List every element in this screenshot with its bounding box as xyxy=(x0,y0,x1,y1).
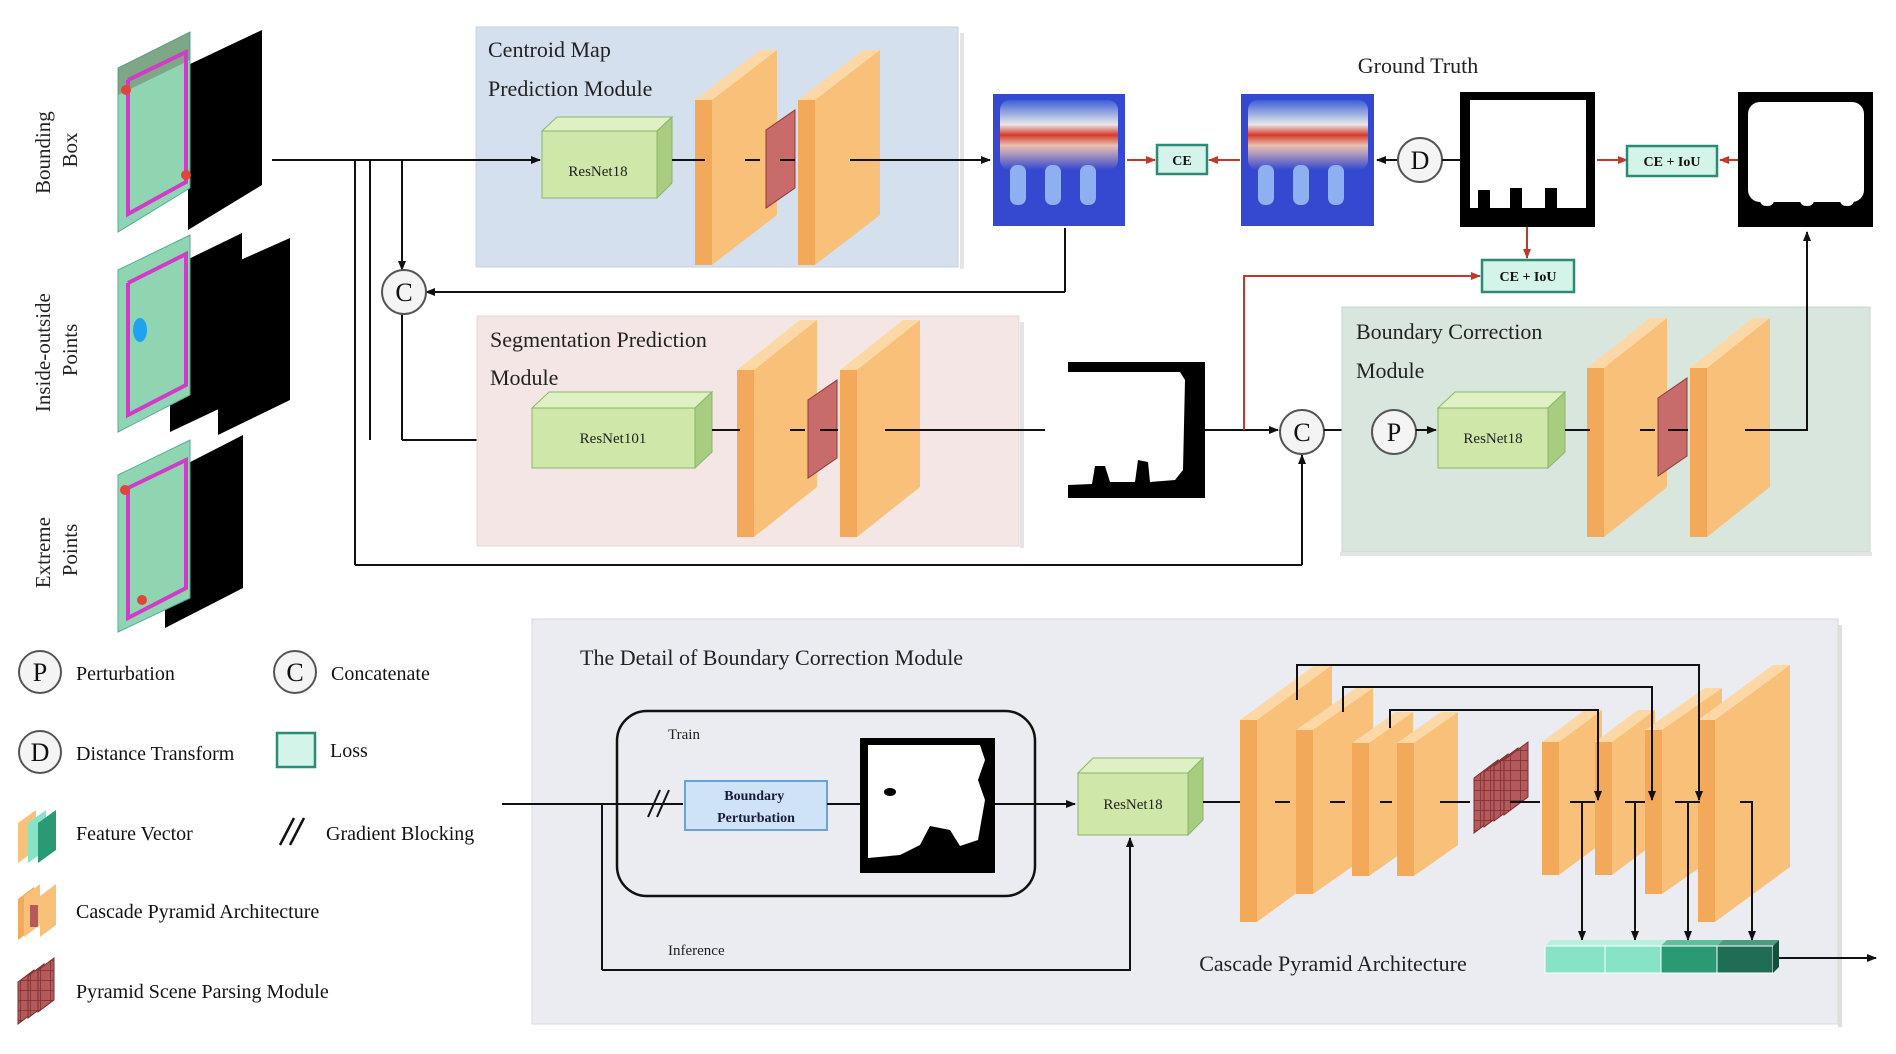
centroid-prediction-heatmap xyxy=(993,94,1125,226)
legend-cascade-pyramid: Cascade Pyramid Architecture xyxy=(18,884,319,940)
centroid-feature-block xyxy=(695,50,880,265)
legend-concatenate: C Concatenate xyxy=(273,650,430,694)
legend: P Perturbation C Concatenate D Distance … xyxy=(17,650,474,1025)
svg-text:ResNet101: ResNet101 xyxy=(580,431,647,447)
boundary-feature-block xyxy=(1587,318,1770,537)
svg-text:Gradient Blocking: Gradient Blocking xyxy=(326,823,474,845)
coarse-segmentation-mask xyxy=(1068,362,1205,498)
label-inside-outside-points: Inside-outside Points xyxy=(31,288,82,412)
svg-text:Cascade Pyramid Architecture: Cascade Pyramid Architecture xyxy=(76,901,319,923)
perturbation-op: P xyxy=(1371,409,1417,455)
detail-panel-title: The Detail of Boundary Correction Module xyxy=(580,645,963,670)
boundary-perturbation-block: Boundary Perturbation xyxy=(684,780,828,831)
svg-text:ResNet18: ResNet18 xyxy=(1103,797,1162,813)
svg-text:ResNet18: ResNet18 xyxy=(1463,431,1522,447)
boundary-resnet18-block: ResNet18 xyxy=(1436,390,1567,470)
legend-pyramid-scene-parsing: Pyramid Scene Parsing Module xyxy=(17,957,329,1025)
legend-perturbation: P Perturbation xyxy=(18,650,175,694)
legend-distance-transform: D Distance Transform xyxy=(18,730,235,774)
legend-feature-vector: Feature Vector xyxy=(18,810,193,863)
svg-text:CE + IoU: CE + IoU xyxy=(1644,155,1701,170)
label-extreme-points: Extreme Points xyxy=(31,512,82,588)
input-inside-outside-points xyxy=(117,233,290,435)
svg-text:Distance Transform: Distance Transform xyxy=(76,743,235,765)
input-bounding-box xyxy=(117,30,262,233)
svg-text:CE + IoU: CE + IoU xyxy=(1500,270,1557,285)
ground-truth-heatmap xyxy=(1241,94,1374,226)
svg-text:C: C xyxy=(395,278,412,307)
concat-op-upper: C xyxy=(381,269,427,315)
svg-text:Pyramid Scene Parsing Module: Pyramid Scene Parsing Module xyxy=(76,981,329,1003)
segmentation-module-title: Segmentation Prediction Module xyxy=(490,327,712,390)
train-label: Train xyxy=(668,727,700,743)
concat-op-lower: C xyxy=(1279,409,1325,455)
ce-iou-loss-top: CE + IoU xyxy=(1625,144,1719,178)
centroid-resnet18-block: ResNet18 xyxy=(540,115,674,200)
ce-iou-loss-mid: CE + IoU xyxy=(1480,258,1576,294)
svg-text:Concatenate: Concatenate xyxy=(331,663,430,685)
ce-loss-box: CE xyxy=(1155,143,1209,176)
legend-loss: Loss xyxy=(275,731,368,769)
feature-vector-output xyxy=(1544,940,1779,974)
cascade-pyramid-encoder xyxy=(1240,665,1458,922)
distance-transform-op: D xyxy=(1397,137,1443,183)
cascade-pyramid-label: Cascade Pyramid Architecture xyxy=(1199,951,1467,976)
perturbed-mask xyxy=(860,738,995,873)
svg-text:P: P xyxy=(33,658,47,687)
svg-text:P: P xyxy=(1387,418,1401,447)
cascade-pyramid-decoder xyxy=(1542,665,1790,922)
input-extreme-points xyxy=(117,435,243,633)
legend-gradient-blocking: Gradient Blocking xyxy=(278,817,474,846)
svg-text:CE: CE xyxy=(1172,154,1191,169)
svg-text:C: C xyxy=(1293,418,1310,447)
inference-label: Inference xyxy=(668,943,725,959)
svg-text:Perturbation: Perturbation xyxy=(76,663,175,685)
svg-text:Boundary Perturbation: Boundary Perturbation xyxy=(717,789,795,826)
segmentation-feature-block xyxy=(737,320,920,537)
detail-resnet18-block: ResNet18 xyxy=(1076,756,1205,837)
label-bounding-box: Bounding Box xyxy=(31,106,82,194)
svg-text:D: D xyxy=(31,738,50,767)
svg-text:ResNet18: ResNet18 xyxy=(568,164,627,180)
centroid-module-title: Centroid Map Prediction Module xyxy=(488,37,652,101)
svg-text:Loss: Loss xyxy=(330,740,368,762)
ground-truth-label: Ground Truth xyxy=(1358,53,1478,78)
segmentation-resnet101-block: ResNet101 xyxy=(530,390,714,470)
refined-output-mask xyxy=(1738,92,1873,227)
svg-text:D: D xyxy=(1411,146,1430,175)
boundary-module-title: Boundary Correction Module xyxy=(1356,319,1548,383)
svg-text:Feature Vector: Feature Vector xyxy=(76,823,193,845)
ground-truth-mask xyxy=(1460,92,1595,227)
svg-text:C: C xyxy=(286,658,303,687)
